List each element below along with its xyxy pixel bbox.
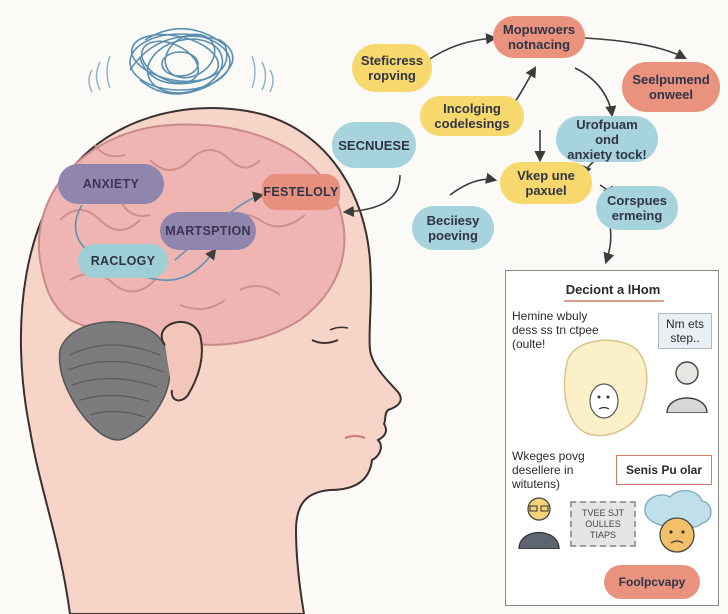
head-profile xyxy=(19,107,402,614)
panel-title: Deciont a lHom xyxy=(565,282,661,297)
brain-label-anxiety: ANXIETY xyxy=(58,164,164,204)
person-glasses-icon xyxy=(518,497,560,549)
node-steficress: Steficress ropving xyxy=(352,44,432,92)
panel-paragraph-1: Hemine wbuly dess ss tn ctpee (oulte! xyxy=(512,309,599,351)
node-urofpuam: Urofpuam ond anxiety tock! xyxy=(556,116,658,162)
radiating-lines xyxy=(88,55,274,93)
node-beciiesy: Beciiesy poeving xyxy=(412,206,494,250)
panel-board: TVEE SJT OULLES TIAPS xyxy=(570,501,636,547)
detail-panel: Deciont a lHom Hemine wbuly dess ss tn c… xyxy=(505,270,719,606)
panel-paragraph-2: Wkeges povg desellere in witutens) xyxy=(512,449,585,491)
person-icon xyxy=(666,361,708,413)
panel-bottom-pill: Foolpcvapy xyxy=(604,565,700,599)
flow-connectors xyxy=(342,33,687,265)
brain-label-festeloly: FESTELOLY xyxy=(262,174,340,210)
node-seelpumend: Seelpumend onweel xyxy=(622,62,720,112)
node-corspues: Corspues ermeing xyxy=(596,186,678,230)
panel-action-box: Senis Pu olar xyxy=(616,455,712,485)
node-mopuwoers: Mopuwoers notnacing xyxy=(493,16,585,58)
node-secnuese: SECNUESE xyxy=(332,122,416,168)
panel-note: Nm ets step.. xyxy=(658,313,712,349)
node-incolging: Incolging codelesings xyxy=(420,96,524,136)
node-vkep: Vkep une paxuel xyxy=(500,162,592,204)
puzzle-brain-icon xyxy=(563,339,648,437)
brain-label-raclogy: RACLOGY xyxy=(78,244,168,278)
brain-label-martsption: MARTSPTION xyxy=(160,212,256,250)
title-underline xyxy=(564,300,664,302)
tangled-thought-scribble xyxy=(129,27,234,95)
worried-face-cloud-icon xyxy=(644,490,712,553)
